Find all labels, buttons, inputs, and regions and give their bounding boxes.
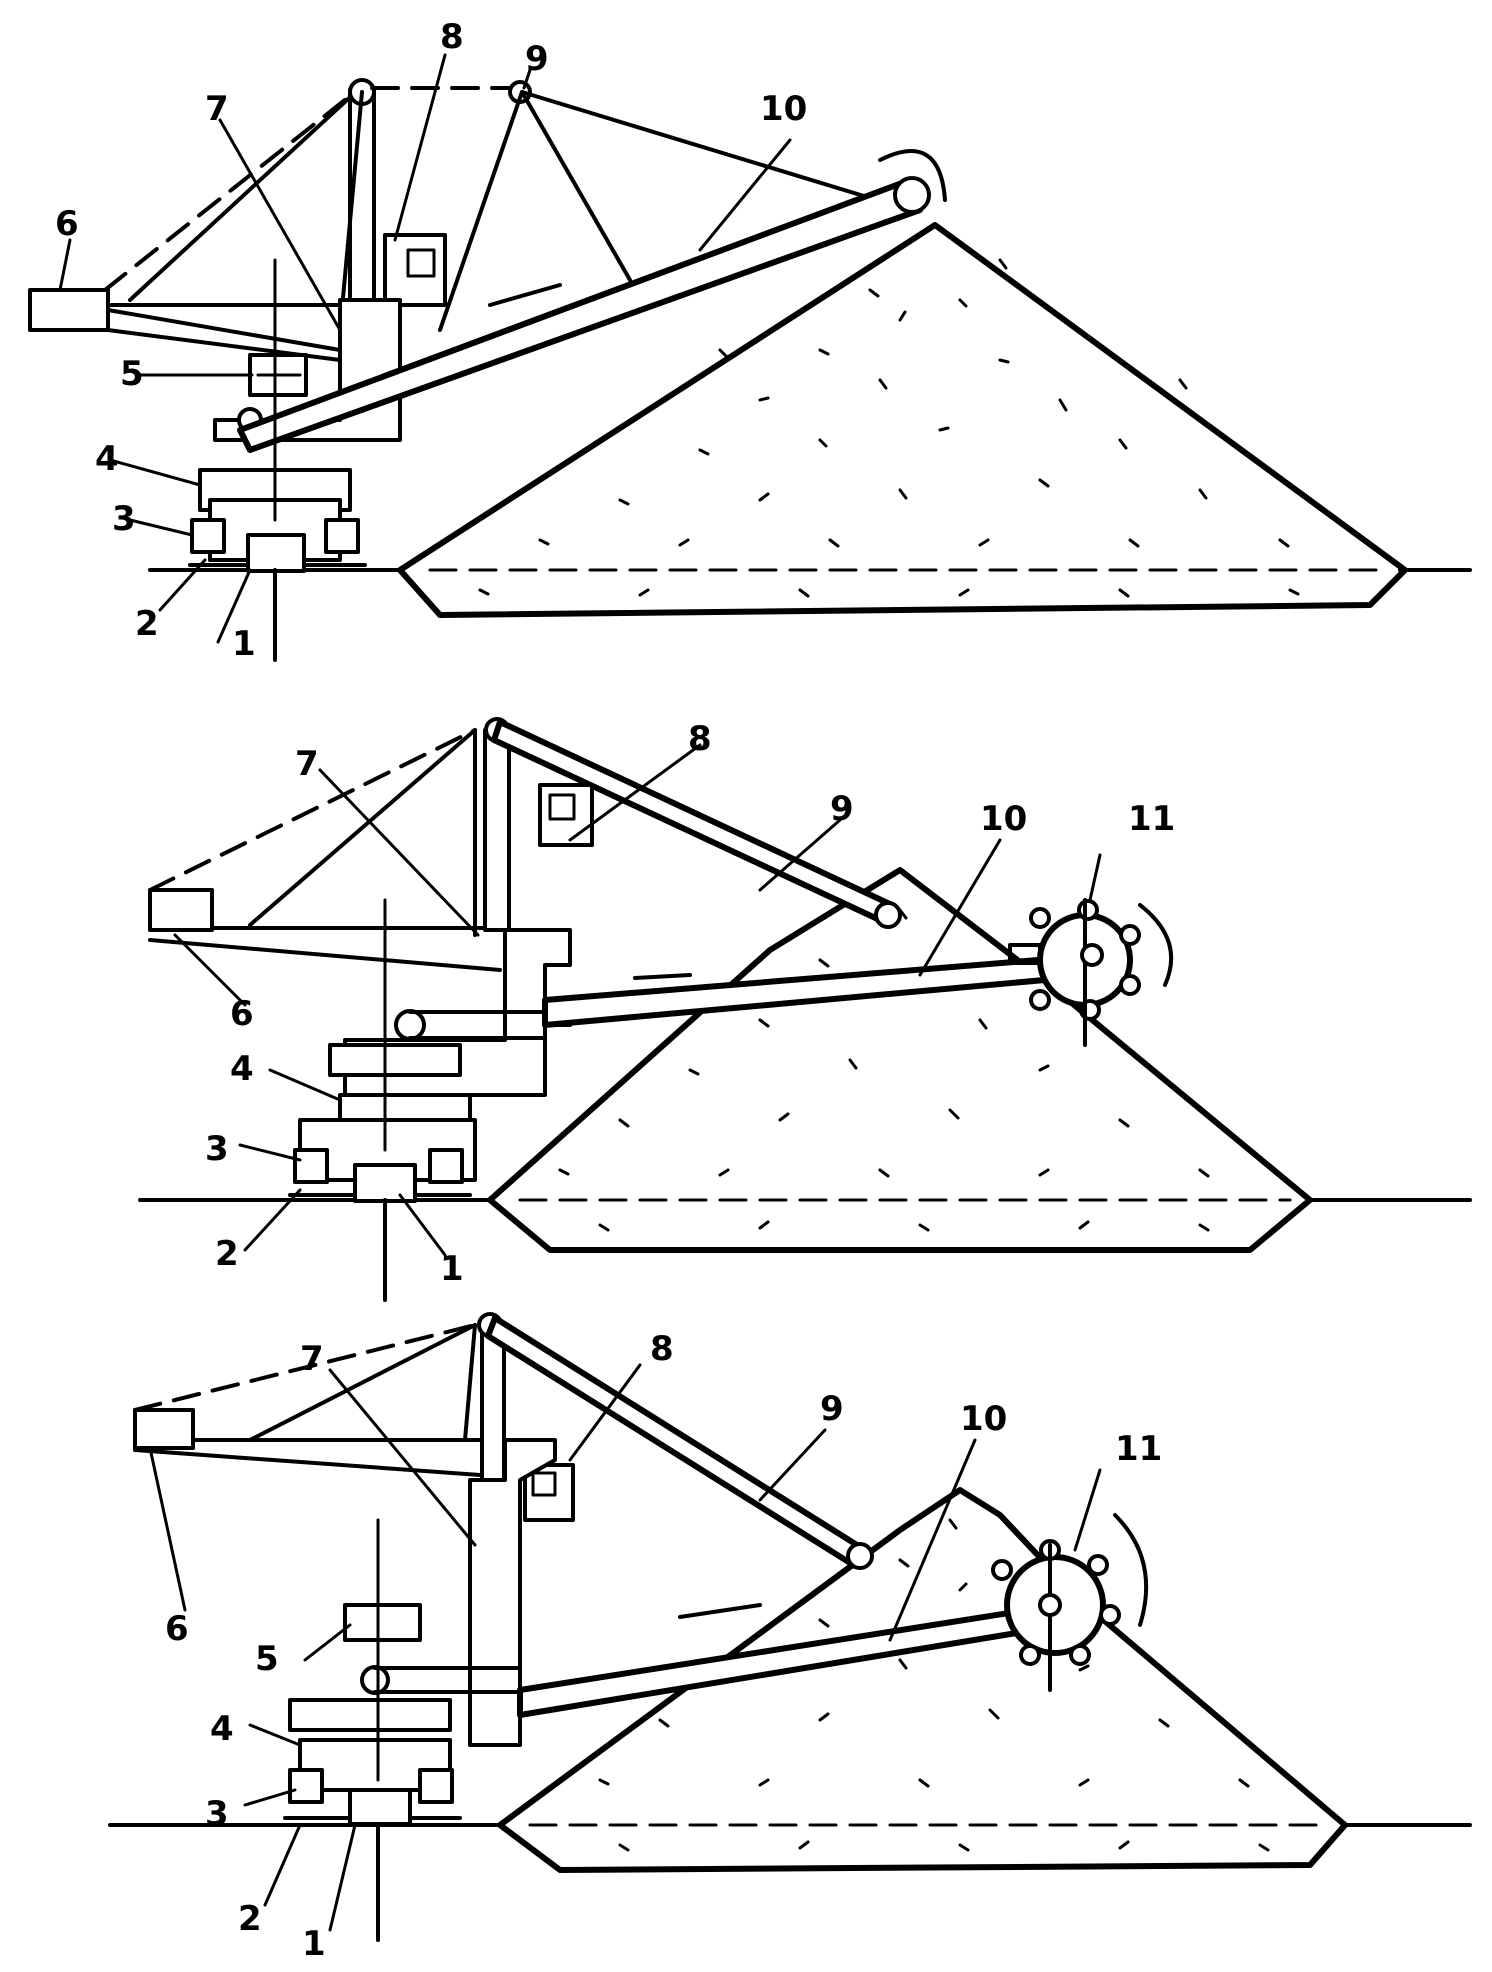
cabin-window [406,248,436,278]
label-7: 7 [205,89,229,129]
counterweight-arm [106,308,342,352]
travel-wheel [293,1148,329,1184]
label-1: 1 [232,624,256,664]
panel-stacker-reclaimer: 1 2 3 4 5 6 7 8 9 10 11 [108,1312,1472,1964]
label-1: 1 [302,1924,326,1964]
travel-wheel [190,518,226,554]
rotation-arrow [1113,1513,1149,1627]
label-2: 2 [135,604,159,644]
tie-pulley [846,1542,874,1570]
counterweight [148,888,214,932]
rotation-arrow [878,149,947,202]
label-3: 3 [112,499,136,539]
bucket-wheel [991,1539,1121,1692]
label-11: 11 [1128,799,1175,839]
label-8: 8 [650,1329,674,1369]
strut [248,1323,477,1442]
label-6: 6 [55,204,79,244]
travel-wheel [324,518,360,554]
boom-head-pulley [893,176,931,214]
boom-pulley [394,1009,426,1041]
belt-arrow [678,1603,762,1619]
strut [248,728,477,927]
label-7: 7 [295,744,319,784]
stockpile-texture [478,258,1300,598]
bucket-wheel [1008,898,1141,1047]
mast [483,728,511,932]
travel-wheel [288,1768,324,1804]
slewing-ring [288,1698,452,1732]
counterweight [133,1408,195,1450]
yard-conveyor [348,1788,412,1826]
reclaimer-boom [542,952,1103,1028]
label-11: 11 [1115,1429,1162,1469]
boom-tie [520,90,632,282]
label-4: 4 [95,439,119,479]
strut [338,90,364,332]
stockpile [487,867,1313,1253]
label-8: 8 [688,719,712,759]
label-5: 5 [120,354,144,394]
label-3: 3 [205,1129,229,1169]
label-9: 9 [525,39,549,79]
yard-conveyor [353,1163,417,1203]
back-tie [148,728,477,892]
stockpile [397,222,1408,618]
label-10: 10 [980,799,1027,839]
strut [128,86,362,302]
leader-lines [58,53,792,644]
cabin-window [548,793,576,821]
label-10: 10 [760,89,807,129]
label-10: 10 [960,1399,1007,1439]
label-1: 1 [440,1249,464,1289]
counterweight [28,288,110,332]
label-7: 7 [300,1339,324,1379]
slewing-drive [343,1603,422,1642]
boom-tie [520,90,912,212]
travel-wheel [428,1148,464,1184]
label-3: 3 [205,1794,229,1834]
slewing-drive [328,1043,462,1077]
leader-lines [148,1363,1102,1932]
label-2: 2 [215,1234,239,1274]
label-6: 6 [230,994,254,1034]
boom-tie [438,90,524,332]
stacker-reclaimer-boom [517,1602,1068,1718]
label-9: 9 [830,789,854,829]
label-5: 5 [255,1639,279,1679]
cabin-window [531,1471,557,1497]
panel-reclaimer: 1 2 3 4 6 7 8 9 10 11 [138,717,1472,1302]
travel-wheel [418,1768,454,1804]
back-tie [133,1323,477,1412]
label-8: 8 [440,17,464,57]
leader-lines [173,743,1102,1257]
counterweight-arm [133,1448,482,1477]
boom-pulley [360,1665,390,1695]
belt-arrow [488,283,562,307]
tie-pulley [874,901,902,929]
belt-arrow [633,973,692,980]
label-6: 6 [165,1609,189,1649]
yard-conveyor [246,533,306,573]
panel-stacker: 1 2 3 4 5 6 7 8 9 10 [28,17,1472,664]
label-4: 4 [210,1709,234,1749]
back-tie [103,86,362,292]
label-9: 9 [820,1389,844,1429]
label-4: 4 [230,1049,254,1089]
strut [463,1323,477,1442]
label-2: 2 [238,1899,262,1939]
rotation-arrow [1138,903,1174,987]
counterweight-arm [148,938,502,972]
